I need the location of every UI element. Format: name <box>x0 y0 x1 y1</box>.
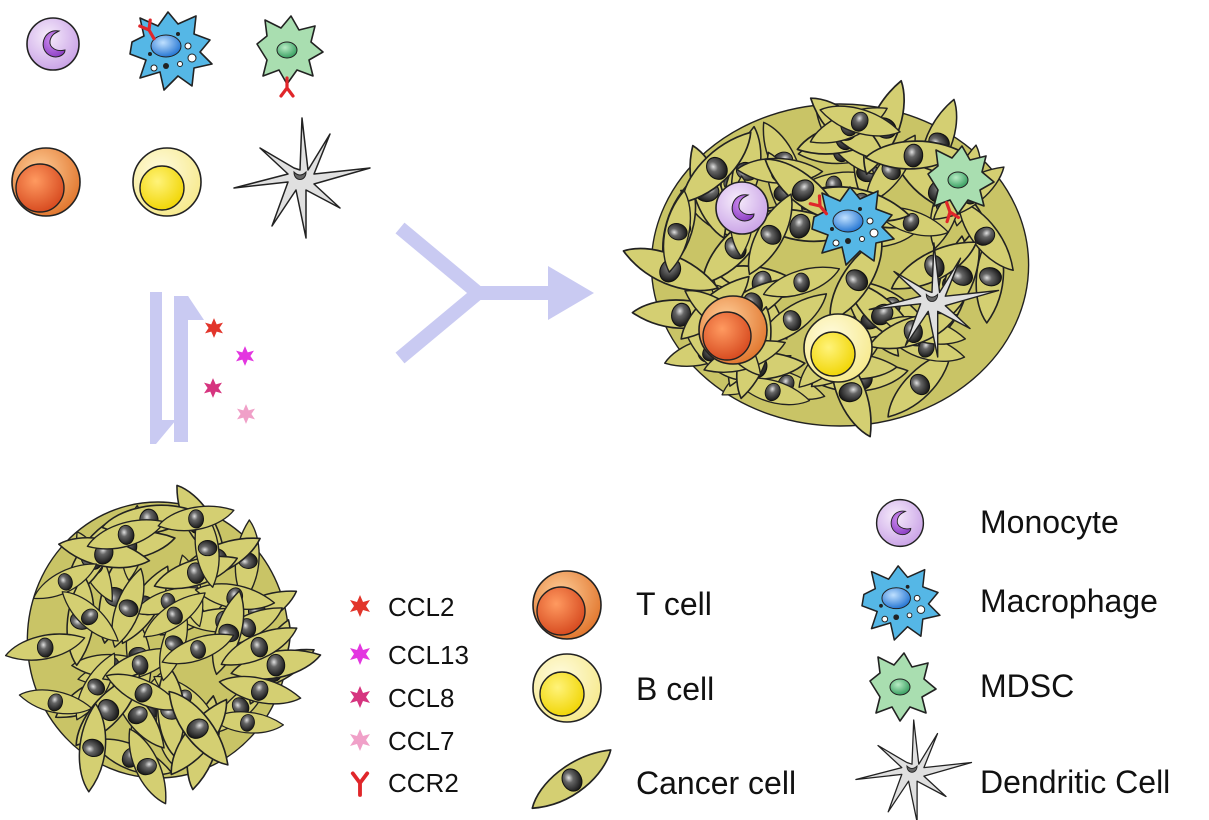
dendritic-cell-icon <box>855 719 973 820</box>
top-cell-mdsc <box>256 15 324 85</box>
legend-mdsc-label: MDSC <box>980 668 1074 704</box>
legend-ccl7-label: CCL7 <box>388 726 454 756</box>
top-cell-dendritic <box>233 117 371 239</box>
star-burst-icon <box>350 643 370 665</box>
star-burst-icon <box>350 595 370 617</box>
legend-b-cell-label: B cell <box>636 671 714 707</box>
legend-ccl13: CCL13 <box>350 640 469 670</box>
legend-ccl8-label: CCL8 <box>388 683 454 713</box>
b-cell-icon <box>532 653 602 723</box>
legend-ccl13-label: CCL13 <box>388 640 469 670</box>
t-cell-icon <box>532 570 602 640</box>
tumor-cluster-cancer-only <box>3 476 323 810</box>
legend-cancer-cell-label: Cancer cell <box>636 765 796 801</box>
top-cell-t-cell <box>11 147 81 217</box>
legend-ccl2: CCL2 <box>350 592 454 622</box>
legend-t-cell-label: T cell <box>636 586 712 622</box>
legend-dendritic-cell-label: Dendritic Cell <box>980 764 1170 800</box>
mdsc-icon <box>869 652 937 722</box>
top-cell-b-cell <box>132 147 202 217</box>
star-burst-icon <box>350 686 370 708</box>
secreted-chemokines <box>204 318 255 424</box>
legend-monocyte-label: Monocyte <box>980 504 1119 540</box>
cancer-cell-icon <box>521 742 623 817</box>
top-cell-mdsc-ccr2 <box>279 76 295 98</box>
legend-ccl7: CCL7 <box>350 726 454 756</box>
legend-macrophage-label: Macrophage <box>980 583 1158 619</box>
top-cell-macrophage <box>129 11 213 91</box>
star-burst-icon <box>350 729 370 751</box>
top-cell-monocyte <box>26 17 80 71</box>
legend-ccr2-label: CCR2 <box>388 768 459 798</box>
equilibrium-arrows <box>150 292 204 444</box>
macrophage-icon <box>861 565 941 641</box>
cell-legend-right: Monocyte Macrophage MDSC Dendritic Cell <box>855 498 1170 820</box>
legend-ccr2: CCR2 <box>350 768 459 798</box>
merge-arrow <box>395 222 594 364</box>
legend-ccl8: CCL8 <box>350 683 454 713</box>
y-receptor-icon <box>350 771 370 797</box>
monocyte-icon <box>875 498 925 548</box>
cell-legend-middle: T cell B cell Cancer cell <box>521 570 796 817</box>
legend-ccl2-label: CCL2 <box>388 592 454 622</box>
tumor-cluster-infiltrated <box>618 76 1030 443</box>
chemokine-legend: CCL2 CCL13 CCL8 CCL7 CCR2 <box>350 592 469 798</box>
